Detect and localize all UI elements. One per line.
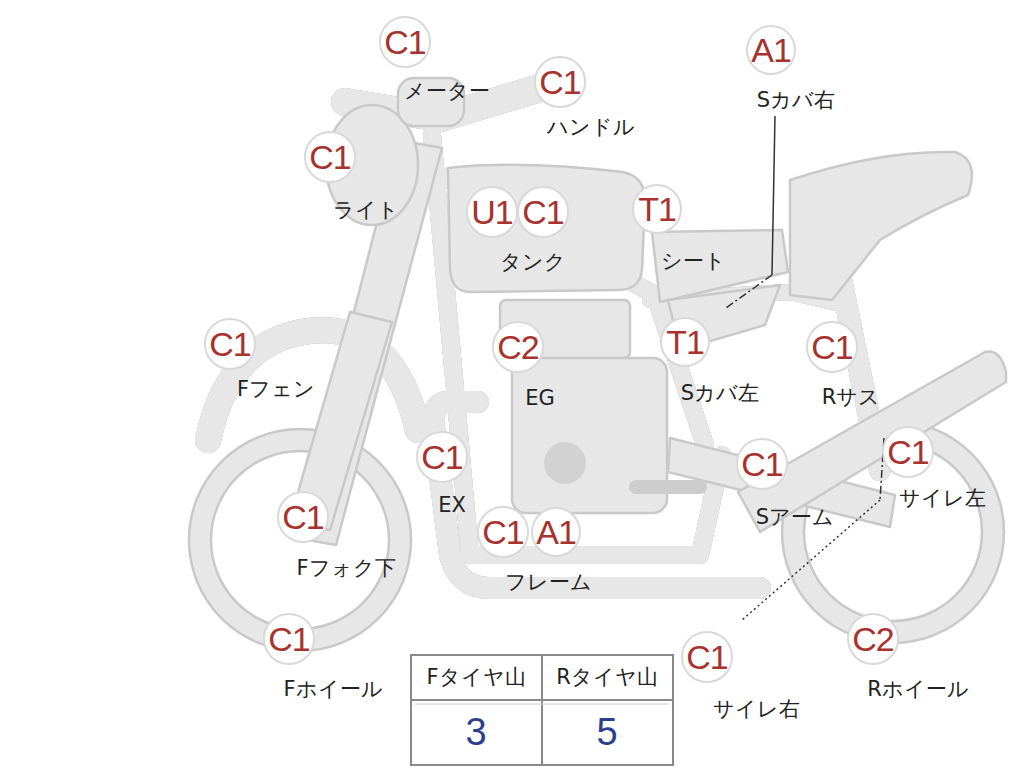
- callout-code: C1: [522, 195, 563, 229]
- callout-code: A1: [536, 515, 576, 549]
- table-header: Fタイヤ山: [426, 666, 525, 689]
- callout-code: C1: [741, 447, 782, 481]
- callout-circle: C2: [492, 321, 543, 372]
- part-name: Fフェン: [237, 378, 315, 401]
- callout-circle: C1: [882, 426, 933, 477]
- callout-circle: T1: [660, 317, 710, 367]
- part-name: タンク: [500, 251, 566, 274]
- callout-code: C2: [497, 330, 538, 364]
- callout-code: C1: [421, 440, 462, 474]
- part-name: EG: [525, 387, 555, 410]
- callout-circle: U1: [466, 186, 517, 237]
- table-value: 5: [596, 712, 617, 754]
- part-name: サイレ左: [899, 487, 986, 510]
- callout-circle: A1: [531, 507, 581, 557]
- callout-circle: C1: [204, 318, 255, 369]
- callout-circle: T1: [632, 184, 682, 234]
- part-name: ハンドル: [547, 116, 635, 139]
- callout-code: C1: [384, 25, 425, 59]
- table-value: 3: [465, 712, 486, 754]
- callout-circle: C1: [477, 506, 528, 557]
- part-name: サイレ右: [713, 698, 800, 721]
- part-name: Rホイール: [867, 678, 969, 701]
- part-name: Fホイール: [283, 678, 382, 701]
- callout-code: C1: [309, 140, 350, 174]
- callout-code: T1: [666, 325, 704, 359]
- callout-code: A1: [751, 33, 791, 67]
- callout-code: C1: [811, 330, 852, 364]
- callout-code: C1: [209, 327, 250, 361]
- part-name: シート: [661, 250, 726, 273]
- callout-code: C1: [268, 622, 309, 656]
- callout-code: U1: [471, 195, 512, 229]
- callout-code: C2: [852, 622, 893, 656]
- callout-code: C1: [539, 65, 580, 99]
- callout-code: C1: [282, 500, 323, 534]
- part-name: Sアーム: [756, 506, 834, 529]
- callout-code: T1: [638, 192, 676, 226]
- callout-circle: C1: [736, 438, 787, 489]
- callout-circle: C1: [416, 431, 467, 482]
- callout-circle: A1: [746, 25, 796, 75]
- callout-code: C1: [482, 515, 523, 549]
- callout-code: C1: [887, 435, 928, 469]
- callout-circle: C1: [806, 321, 857, 372]
- callout-circle: C1: [681, 631, 732, 682]
- part-name: Fフォク下: [296, 557, 395, 580]
- callout-circle: C1: [263, 613, 314, 664]
- part-name: メーター: [404, 80, 490, 103]
- part-name: フレーム: [505, 571, 592, 594]
- callout-circle: C1: [304, 131, 355, 182]
- callout-circle: C1: [517, 186, 568, 237]
- part-name: ライト: [333, 199, 399, 222]
- callout-circle: C1: [534, 56, 585, 107]
- part-name: EX: [438, 494, 466, 517]
- part-name: Sカバ左: [681, 382, 759, 405]
- callout-circle: C1: [379, 16, 430, 67]
- callout-code: C1: [686, 640, 727, 674]
- part-name: Sカバ右: [757, 89, 835, 112]
- part-name: Rサス: [822, 386, 881, 409]
- table-header: Rタイヤ山: [556, 666, 658, 689]
- callout-circle: C2: [847, 613, 898, 664]
- callout-circle: C1: [277, 491, 328, 542]
